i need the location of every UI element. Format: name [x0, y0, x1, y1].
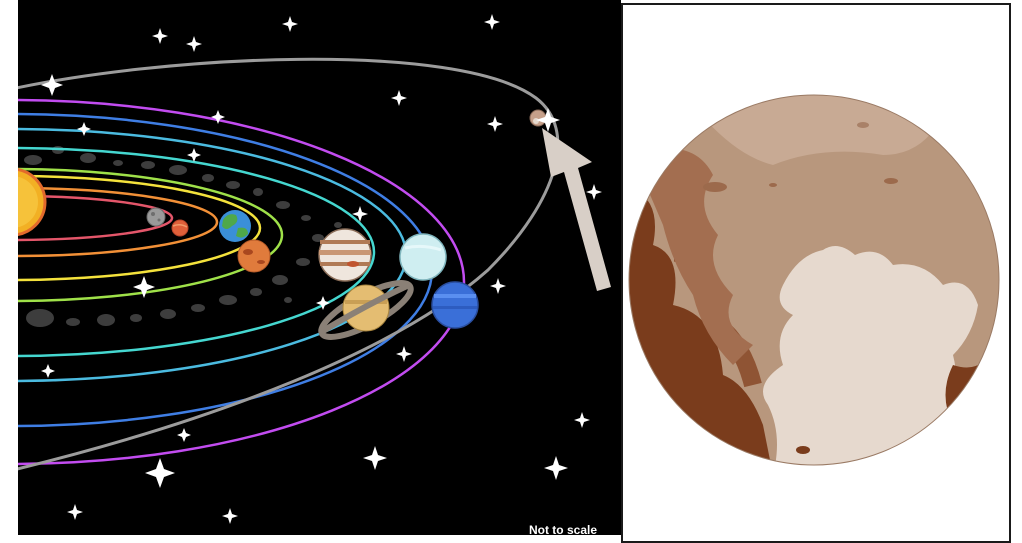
- venus: [172, 220, 188, 236]
- neptune: [432, 282, 478, 328]
- pluto-panel: [621, 3, 1011, 543]
- stars: [41, 14, 602, 524]
- saturn: [315, 273, 417, 346]
- solar-system-illustration: [18, 0, 621, 535]
- mercury: [147, 208, 165, 226]
- pluto-large: [623, 87, 1009, 475]
- not-to-scale-label: Not to scale: [529, 523, 597, 535]
- uranus: [400, 234, 446, 280]
- mars: [238, 240, 270, 272]
- pluto-orbit: [18, 59, 558, 470]
- pluto-illustration: [623, 5, 1009, 505]
- pointer-arrow: [542, 128, 611, 291]
- jupiter: [319, 229, 371, 281]
- solar-system-panel: Not to scale: [18, 0, 621, 535]
- earth: [219, 210, 251, 242]
- venus-orbit: [18, 188, 217, 256]
- sun: [18, 169, 45, 235]
